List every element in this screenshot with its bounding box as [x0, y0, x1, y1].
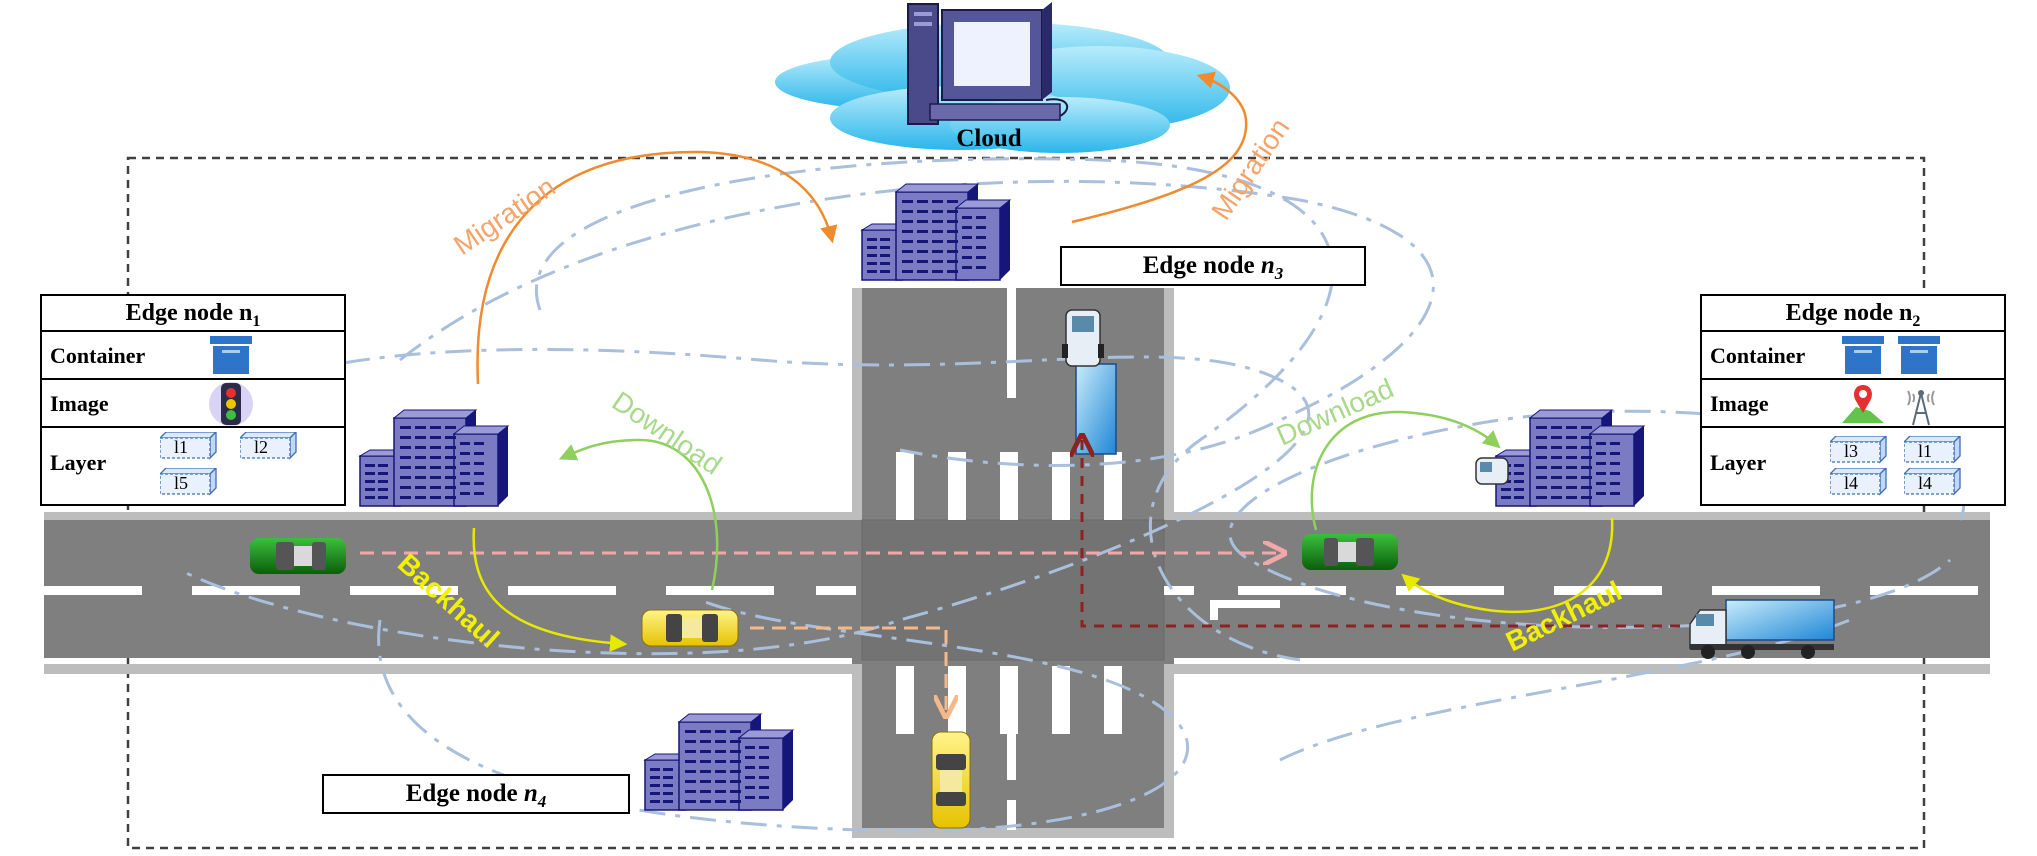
layer-box: l2 — [240, 432, 298, 460]
migration-arrow-left — [476, 150, 838, 385]
edge-node-n3-label: Edge node n3 — [1060, 246, 1366, 286]
layer-box: l3 — [1830, 436, 1888, 464]
edge-node-n4-label: Edge node n4 — [322, 774, 630, 814]
layer-box: l5 — [160, 468, 218, 496]
building-n4 — [644, 713, 794, 811]
n1-layer-row: Layer l1 l2 l5 — [42, 428, 344, 504]
traffic-light-icon — [209, 382, 253, 426]
building-n1 — [359, 409, 509, 507]
layer-box: l4 — [1904, 468, 1962, 496]
building-n3 — [861, 183, 1011, 281]
edge-node-n2-title: Edge node n2 — [1702, 296, 2004, 332]
server-computer-icon — [907, 2, 1069, 125]
partially-hidden-vehicle — [1475, 457, 1509, 485]
n1-container-row: Container — [42, 332, 344, 380]
green-car-right — [1302, 534, 1398, 570]
download-label-right: Download — [1272, 373, 1398, 452]
building-n2 — [1495, 409, 1645, 507]
n1-image-row: Image — [42, 380, 344, 428]
truck-right — [1689, 599, 1835, 659]
n2-container-row: Container — [1702, 332, 2004, 380]
layer-box: l1 — [160, 432, 218, 460]
road-network — [44, 288, 1990, 838]
peach-trajectory-arrow — [750, 626, 946, 714]
yellow-car-down — [931, 731, 971, 829]
yellow-car-road — [641, 609, 739, 647]
n2-image-row: Image — [1702, 380, 2004, 428]
layer-box: l1 — [1904, 436, 1962, 464]
red-trajectory-arrow — [1082, 438, 1680, 628]
container-icon — [1898, 336, 1940, 374]
edge-node-n2-panel: Edge node n2 Container Image Layer l3 — [1700, 294, 2006, 506]
edge-node-n1-panel: Edge node n1 Container Image Layer l1 l2… — [40, 294, 346, 506]
coverage-lines — [157, 157, 1965, 833]
download-arrow-left — [558, 438, 719, 591]
cloud-label: Cloud — [956, 125, 1021, 152]
backhaul-arrow-right — [1401, 517, 1614, 614]
antenna-tower-icon — [1907, 390, 1935, 426]
backhaul-arrow-left — [472, 527, 628, 652]
n2-layer-row: Layer l3 l1 l4 l4 — [1702, 428, 2004, 504]
download-label-left: Download — [607, 385, 728, 480]
container-icon — [210, 336, 252, 374]
edge-node-n1-title: Edge node n1 — [42, 296, 344, 332]
map-pin-icon — [1842, 385, 1884, 423]
migration-label-left: Migration — [448, 171, 561, 261]
layer-box: l4 — [1830, 468, 1888, 496]
green-car-left — [250, 538, 346, 574]
migration-arrow-right — [1071, 71, 1248, 224]
download-arrow-right — [1310, 410, 1501, 531]
container-icon — [1842, 336, 1884, 374]
